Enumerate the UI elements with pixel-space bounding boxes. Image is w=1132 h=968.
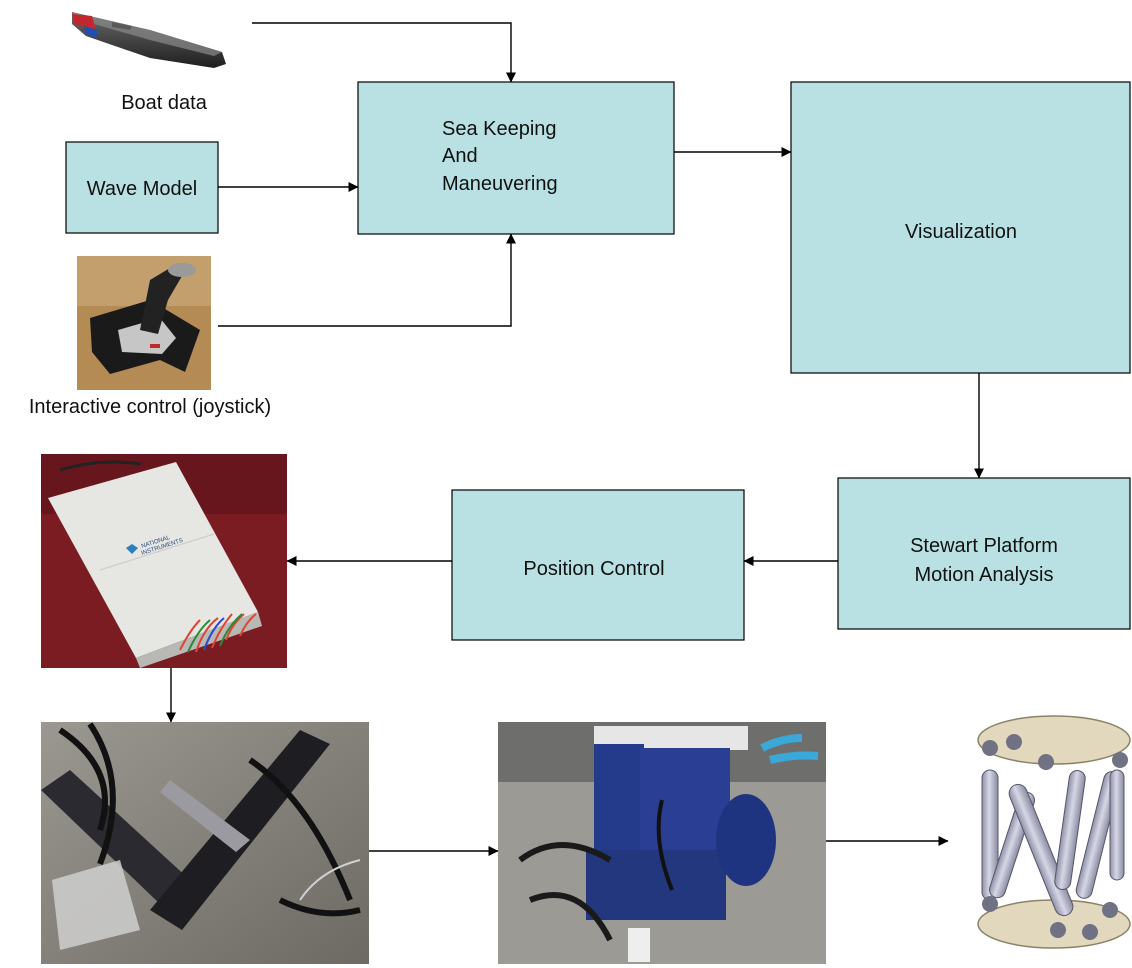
stewart-line-2: Motion Analysis xyxy=(915,564,1054,586)
stewart-platform-box xyxy=(837,477,1131,630)
boat-image xyxy=(72,12,226,68)
boat-data-caption: Boat data xyxy=(121,92,208,114)
joystick-caption: Interactive control (joystick) xyxy=(29,396,271,418)
wave-model-label: Wave Model xyxy=(87,178,197,200)
hydraulic-unit-photo xyxy=(498,722,826,964)
edge-joystick-to-seakeeping xyxy=(218,233,516,327)
ni-controller-image: NATIONAL INSTRUMENTS xyxy=(41,454,287,668)
position-control-box xyxy=(451,489,745,641)
edge-boat-to-seakeeping xyxy=(252,22,516,83)
visualization-label: Visualization xyxy=(905,221,1017,243)
sea-keeping-line-1: Sea Keeping xyxy=(442,118,557,140)
actuator-photo xyxy=(41,722,369,964)
sea-keeping-line-3: Maneuvering xyxy=(442,173,558,195)
stewart-platform-render xyxy=(977,715,1131,949)
sea-keeping-box xyxy=(357,81,675,235)
visualization-box xyxy=(790,81,1131,374)
wave-model-box xyxy=(65,141,219,234)
joystick-image xyxy=(77,256,211,390)
position-control-label: Position Control xyxy=(523,558,664,580)
sea-keeping-line-2: And xyxy=(442,145,478,167)
stewart-line-1: Stewart Platform xyxy=(910,535,1058,557)
